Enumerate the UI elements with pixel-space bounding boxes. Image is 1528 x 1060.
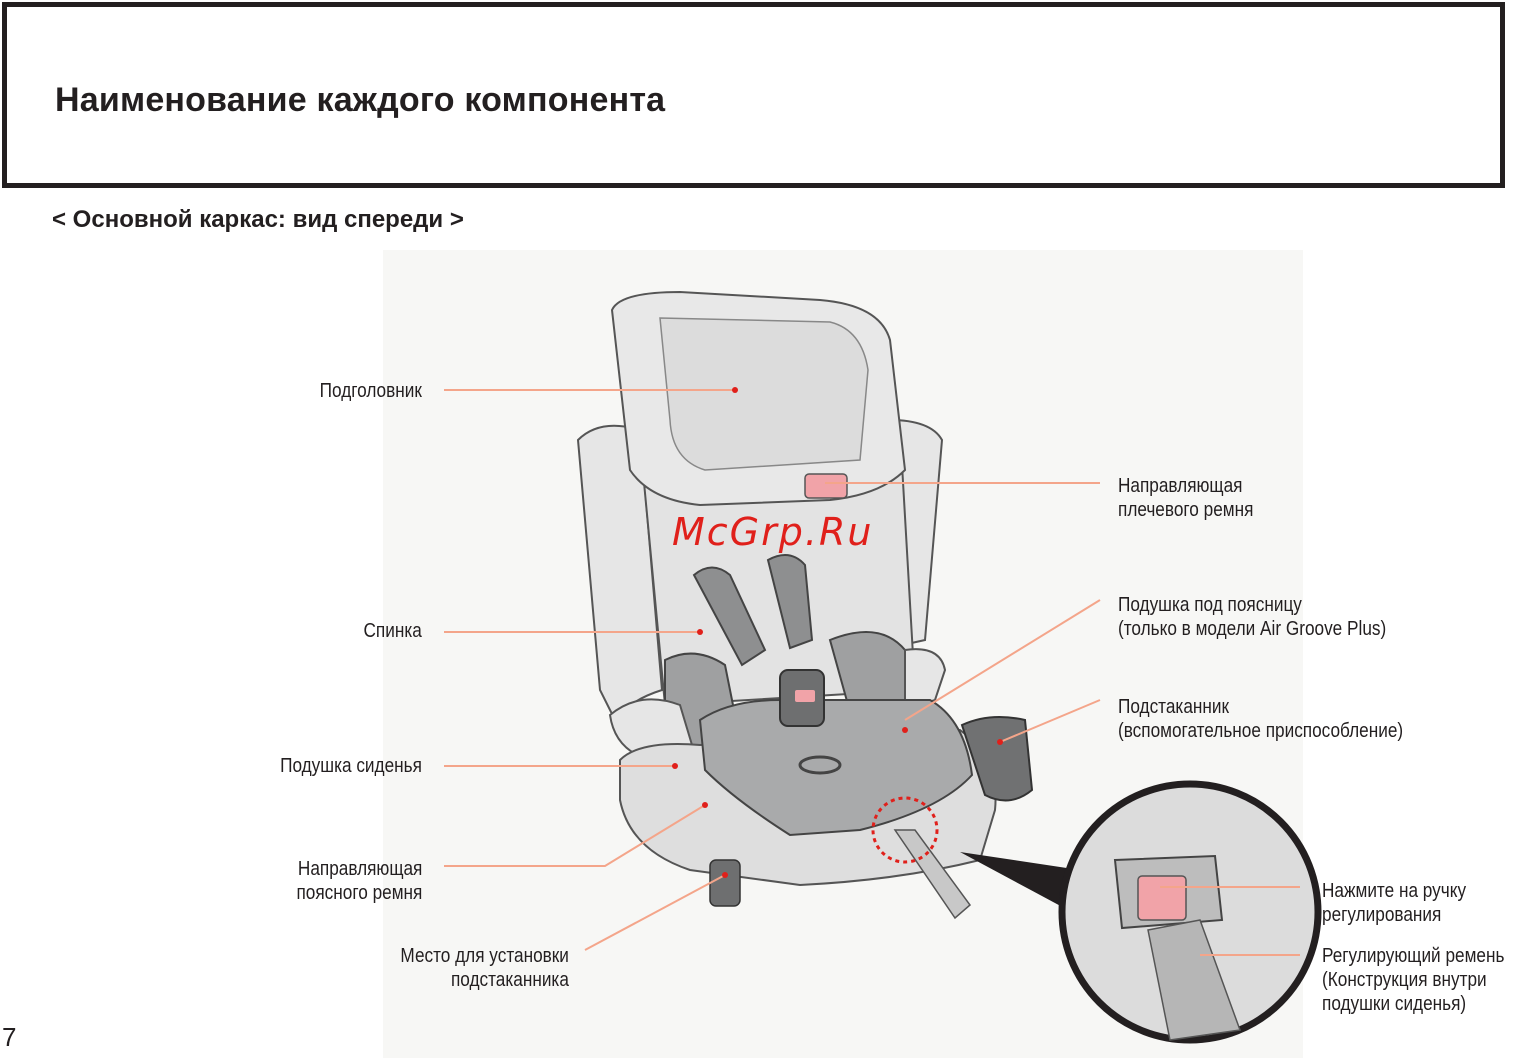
right-armrest xyxy=(904,648,947,712)
crotch-ring xyxy=(798,755,842,775)
shoulder-pad-left xyxy=(692,566,767,667)
zoom-pointer xyxy=(960,852,1080,910)
page-title: Наименование каждого компонента xyxy=(55,81,666,119)
label-adjust-handle: Нажмите на ручку регулирования xyxy=(1322,880,1467,926)
label-cupholder-mount: Место для установки подстаканника xyxy=(400,945,569,991)
cupholder-mount-slot xyxy=(709,859,741,907)
shoulder-belt-guide-shape xyxy=(804,473,848,499)
label-lap-belt-guide: Направляющая поясного ремня xyxy=(296,858,422,904)
leader-lines xyxy=(444,389,1300,956)
label-seat-cushion: Подушка сиденья xyxy=(280,755,422,777)
label-backrest: Спинка xyxy=(363,620,422,642)
label-cupholder: Подстаканник (вспомогательное приспособл… xyxy=(1118,696,1404,742)
watermark: McGrp.Ru xyxy=(672,510,874,554)
cupholder-shape xyxy=(960,716,1034,802)
detail-highlight-circle xyxy=(871,796,939,864)
seat-cushion-shape xyxy=(698,699,974,837)
shoulder-pad-right xyxy=(766,554,814,650)
adjust-strap-shape xyxy=(893,829,972,920)
zoom-strap xyxy=(1147,919,1242,1041)
label-lumbar-cushion: Подушка под поясницу (только в модели Ai… xyxy=(1118,594,1387,640)
headrest-inner xyxy=(659,317,869,471)
page-number: 7 xyxy=(2,1022,17,1052)
label-headrest: Подголовник xyxy=(319,380,422,402)
label-shoulder-belt-guide: Направляющая плечевого ремня xyxy=(1118,475,1254,521)
buckle-button xyxy=(795,690,815,702)
zoom-adjust-handle xyxy=(1137,875,1187,921)
section-subtitle: < Основной каркас: вид спереди > xyxy=(52,206,464,233)
leader-dots xyxy=(672,387,1003,878)
title-box: Наименование каждого компонента xyxy=(2,2,1505,188)
label-adjust-strap: Регулирующий ремень (Конструкция внутри … xyxy=(1322,945,1505,1015)
